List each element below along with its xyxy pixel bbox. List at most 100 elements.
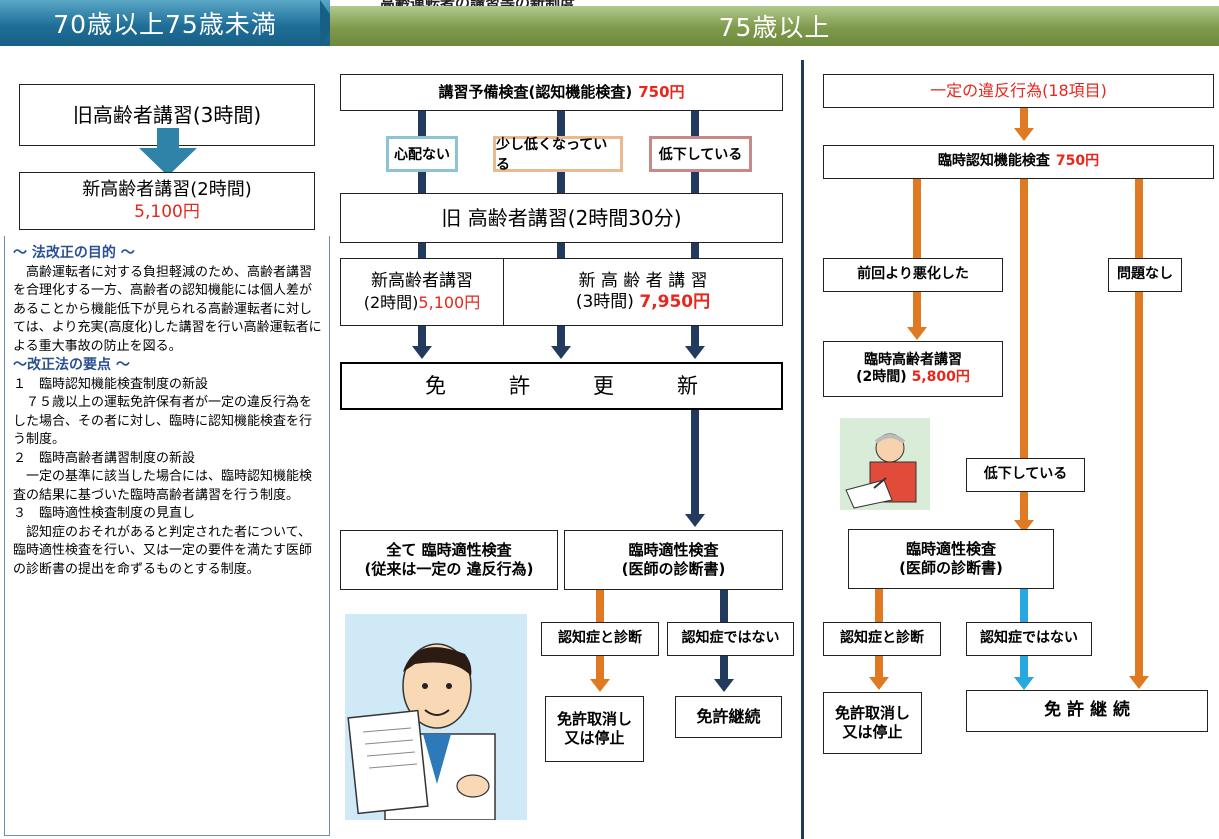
point-3-text: 認知症のおそれがあると判定された者について、臨時適性検査を行い、又は一定の要件を… <box>13 524 313 577</box>
temp-course-price: 5,800円 <box>911 369 970 385</box>
temp-cog-check-title: 臨時認知機能検査 <box>937 153 1050 170</box>
worse-line-1 <box>913 179 921 259</box>
decline-line-2 <box>1020 492 1028 522</box>
mid-diag-no-tag: 認知症ではない <box>667 622 794 656</box>
mid-temp-check-l2: (医師の診断書) <box>621 560 726 578</box>
new-course-b-title: 新 高 齢 者 講 習 <box>578 270 708 291</box>
pre-check-box: 講習予備検査(認知機能検査) 750円 <box>340 74 783 111</box>
new-course-a-line2: (2時間)5,100円 <box>364 293 480 313</box>
worse-label: 前回より悪化した <box>857 266 969 283</box>
arrowhead-ok <box>412 346 432 359</box>
result-tag-low-label: 低下している <box>658 147 743 163</box>
point-3-title: ３ 臨時適性検査制度の見直し <box>13 506 196 522</box>
right-diag-yes-tag: 認知症と診断 <box>823 622 941 656</box>
license-renewal-label: 免 許 更 新 <box>425 373 698 398</box>
result-tag-low: 低下している <box>649 136 752 172</box>
flow-line-ok-3 <box>418 243 426 259</box>
right-revoke-l2: 又は停止 <box>842 723 903 741</box>
new-course-b-sub: (3時間) <box>575 292 634 312</box>
right-continue-label: 免 許 継 続 <box>1044 700 1130 721</box>
flow-line-slight-4 <box>557 326 565 348</box>
new-course-a-price: 5,100円 <box>418 292 481 312</box>
mid-orange-arrowhead <box>590 679 610 692</box>
all-temp-check-box: 全て 臨時適性検査 (従来は一定の 違反行為) <box>340 530 558 590</box>
worse-tag: 前回より悪化した <box>823 258 1003 292</box>
new-elderly-course-price: 5,100円 <box>134 201 200 222</box>
age-70-74-header: 70歳以上75歳未満 <box>0 0 330 46</box>
right-diag-yes-label: 認知症と診断 <box>840 630 924 647</box>
ok-line-2 <box>1135 292 1143 677</box>
point-1-title: １ 臨時認知機能検査制度の新設 <box>13 377 209 393</box>
flow-line-slight-3 <box>557 243 565 259</box>
decline-tag: 低下している <box>966 458 1085 492</box>
old-course-mid-box: 旧 高齢者講習(2時間30分) <box>340 193 783 243</box>
temp-course-title: 臨時高齢者講習 <box>864 351 962 368</box>
mid-revoke-box: 免許取消し 又は停止 <box>545 696 644 762</box>
purpose-text: 高齢運転者に対する負担軽減のため、高齢者講習を合理化する一方、高齢者の認知機能に… <box>13 264 322 354</box>
mid-temp-check-l1: 臨時適性検査 <box>628 541 719 560</box>
point-2-title: ２ 臨時高齢者講習制度の新設 <box>13 450 196 466</box>
right-continue-box: 免 許 継 続 <box>966 690 1208 732</box>
mid-revoke-l1: 免許取消し <box>556 710 632 729</box>
right-revoke-box: 免許取消し 又は停止 <box>823 692 922 754</box>
new-course-a-box: 新高齢者講習 (2時間)5,100円 <box>340 258 504 326</box>
right-revoke-l1: 免許取消し <box>834 704 910 723</box>
new-course-a-sub: (2時間) <box>363 292 419 312</box>
mid-navy-arrowhead <box>714 679 734 692</box>
temp-course-box: 臨時高齢者講習 (2時間) 5,800円 <box>823 341 1003 397</box>
pre-check-price: 750円 <box>638 83 685 102</box>
violation-suffix: (18項目) <box>1042 81 1107 100</box>
flow-line-slight-1 <box>557 111 565 137</box>
temp-cog-check-price: 750円 <box>1055 153 1100 170</box>
arrowhead-slight <box>551 346 571 359</box>
flow-line-low-1 <box>691 111 699 137</box>
ok-arrowhead <box>1129 676 1149 689</box>
point-1-text: ７５歳以上の運転免許保有者が一定の違反行為をした場合、その者に対し、臨時に認知機… <box>13 395 313 448</box>
temp-course-sub: (2時間) <box>856 369 907 385</box>
flow-line-ok-4 <box>418 326 426 348</box>
violation-prefix: 一定の違反行為 <box>930 81 1043 100</box>
pre-check-title: 講習予備検査(認知機能検査) <box>438 83 633 102</box>
age-75-plus-header: 75歳以上 <box>330 6 1219 46</box>
mid-diag-no-label: 認知症ではない <box>681 630 780 647</box>
mid-diag-yes-tag: 認知症と診断 <box>541 622 659 656</box>
right-temp-check-l1: 臨時適性検査 <box>905 540 996 559</box>
points-heading: ～改正法の要点 ～ <box>13 357 130 374</box>
decline-line-1 <box>1020 179 1028 459</box>
doctor-illustration <box>345 614 527 821</box>
flow-line-low-3 <box>691 243 699 259</box>
temp-cog-check-box: 臨時認知機能検査 750円 <box>823 145 1214 179</box>
new-course-b-price: 7,950円 <box>639 292 711 312</box>
no-issue-label: 問題なし <box>1117 266 1173 283</box>
flow-line-ok-2 <box>418 172 426 194</box>
result-tag-slight: 少し低くなっている <box>493 136 623 173</box>
mid-diag-yes-label: 認知症と診断 <box>558 630 642 647</box>
flow-line-low-2 <box>691 172 699 194</box>
temp-course-line2: (2時間) 5,800円 <box>856 369 970 387</box>
new-elderly-course-box: 新高齢者講習(2時間) 5,100円 <box>19 172 315 230</box>
elderly-test-illustration <box>840 418 930 510</box>
purpose-heading: ～ 法改正の目的 ～ <box>13 245 135 261</box>
mid-temp-check-box: 臨時適性検査 (医師の診断書) <box>564 530 783 590</box>
no-issue-tag: 問題なし <box>1108 258 1182 292</box>
all-temp-check-l2: (従来は一定の 違反行為) <box>364 560 534 578</box>
old-elderly-course-label: 旧高齢者講習(3時間) <box>72 102 262 127</box>
right-diag-no-tag: 認知症ではない <box>966 622 1092 656</box>
violation-box: 一定の違反行為(18項目) <box>823 74 1214 108</box>
result-tag-slight-label: 少し低くなっている <box>496 137 608 173</box>
new-course-b-line2: (3時間) 7,950円 <box>576 292 710 313</box>
all-temp-check-l1: 全て 臨時適性検査 <box>386 541 512 560</box>
right-temp-check-box: 臨時適性検査 (医師の診断書) <box>848 529 1054 589</box>
left-down-arrow-icon <box>139 128 197 176</box>
ok-line-1 <box>1135 179 1143 259</box>
flow-line-low-4 <box>691 326 699 348</box>
arrowhead-renewal <box>685 514 705 527</box>
flow-line-renewal-down <box>691 410 699 516</box>
mid-continue-label: 免許継続 <box>696 707 761 726</box>
new-course-b-box: 新 高 齢 者 講 習 (3時間) 7,950円 <box>503 258 783 326</box>
violation-arrowhead <box>1014 128 1034 141</box>
point-2-text: 一定の基準に該当した場合には、臨時認知機能検査の結果に基づいた臨時高齢者講習を行… <box>13 469 313 503</box>
right-diag-no-label: 認知症ではない <box>980 630 1078 647</box>
law-notes-panel: ～ 法改正の目的 ～ 高齢運転者に対する負担軽減のため、高齢者講習を合理化する一… <box>4 236 330 836</box>
worse-line-2 <box>913 292 921 328</box>
